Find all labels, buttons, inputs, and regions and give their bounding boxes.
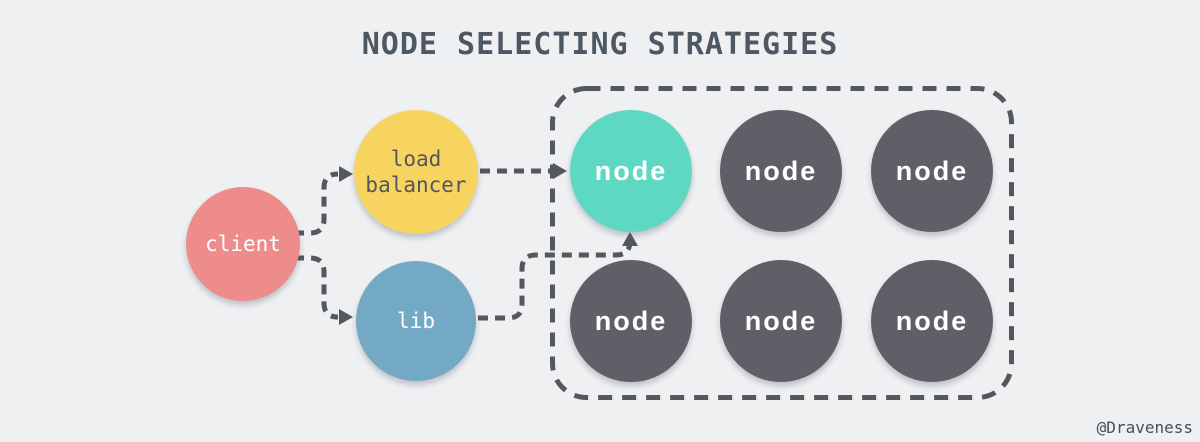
node-circle: node — [871, 260, 993, 382]
lib-label: lib — [397, 308, 435, 333]
node-label: node — [895, 155, 969, 186]
client-label: client — [205, 231, 281, 256]
node-label: node — [594, 155, 668, 186]
connector-lib-to-node — [478, 240, 633, 321]
node-circle: node — [720, 260, 842, 382]
lib-circle: lib — [356, 261, 476, 381]
connector-client-to-load-balancer — [294, 171, 339, 236]
connector-client-to-lib — [294, 255, 339, 320]
arrowhead-load-balancer-to-node — [553, 163, 567, 179]
arrowhead-client-to-load-balancer — [339, 166, 353, 182]
node-circle: node — [871, 110, 993, 232]
node-circle: node — [570, 260, 692, 382]
node-circle: node — [720, 110, 842, 232]
load-balancer-circle: load balancer — [354, 110, 478, 234]
arrowhead-client-to-lib — [339, 309, 353, 325]
node-label: node — [744, 155, 818, 186]
page-title: NODE SELECTING STRATEGIES — [361, 27, 839, 62]
arrowhead-lib-to-node — [622, 232, 638, 246]
node-circle-selected: node — [570, 110, 692, 232]
cluster-boundary — [550, 86, 1014, 400]
load-balancer-label: load balancer — [365, 146, 467, 197]
node-label: node — [895, 305, 969, 336]
watermark-credit: @Draveness — [1096, 418, 1193, 437]
node-label: node — [594, 305, 668, 336]
client-circle: client — [186, 187, 300, 301]
node-label: node — [744, 305, 818, 336]
